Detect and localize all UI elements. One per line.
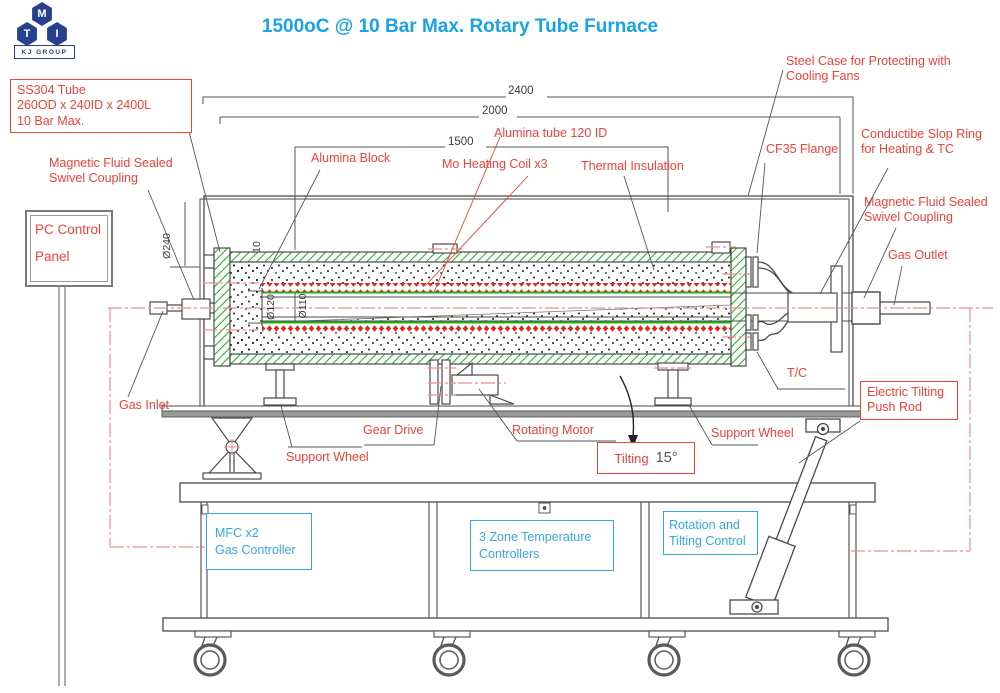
rotation-tilting-control-label: Rotation and Tilting Control — [669, 517, 746, 548]
tilt-arrow — [619, 375, 638, 448]
gas-inlet-label: Gas Inlet — [119, 398, 170, 412]
mfc-gas-controller-box: MFC x2 Gas Controller — [206, 513, 312, 570]
slip-ring-label: Conductibe Slop Ring for Heating & TC — [861, 127, 982, 157]
logo-banner: KJ GROUP — [14, 45, 75, 59]
alumina-tube-label: Alumina tube 120 ID — [494, 126, 608, 140]
control-cabinet — [162, 482, 889, 632]
gas-outlet-label: Gas Outlet — [888, 248, 948, 262]
pc-panel-stem — [58, 285, 66, 686]
mo-heating-coil-top — [262, 283, 731, 292]
mo-heating-coil-bottom — [262, 324, 731, 333]
support-wheel-left-label: Support Wheel — [286, 450, 369, 464]
logo-letter-t: T — [23, 28, 31, 40]
logo-hex-t: T — [17, 22, 37, 46]
alumina-block-label: Alumina Block — [311, 151, 391, 165]
dim-wall-10: 10 — [251, 241, 263, 253]
swivel-coupling-right-label: Magnetic Fluid Sealed Swivel Coupling — [864, 195, 988, 225]
thermal-insulation-label: Thermal Insulation — [581, 159, 684, 173]
support-stands — [263, 362, 692, 406]
leader-lines — [127, 69, 903, 464]
push-rod-label: Electric Tilting Push Rod — [860, 381, 958, 420]
rotating-motor-label: Rotating Motor — [512, 423, 594, 437]
tilting-angle-box: Tilting 15° — [597, 442, 695, 474]
dim-2400: 2400 — [508, 85, 534, 97]
pc-panel-screen — [30, 215, 108, 282]
steel-case-label: Steel Case for Protecting with Cooling F… — [786, 54, 951, 84]
caster-wheel — [193, 630, 232, 677]
caster-wheel — [432, 630, 471, 677]
mfc-gas-controller-label: MFC x2 Gas Controller — [215, 526, 296, 557]
tc-label: T/C — [787, 366, 808, 380]
pc-control-panel: PC Control Panel — [25, 210, 113, 287]
support-wheel-right-label: Support Wheel — [711, 426, 794, 440]
page-title: 1500oC @ 10 Bar Max. Rotary Tube Furnace — [261, 16, 659, 37]
gear-drive-label: Gear Drive — [363, 423, 424, 437]
swivel-coupling-left-label: Magnetic Fluid Sealed Swivel Coupling — [49, 156, 173, 186]
left-swivel-coupling — [149, 298, 214, 320]
logo-hex-i: I — [47, 22, 67, 46]
right-slip-ring-assembly — [745, 256, 931, 353]
cf35-flange-label: CF35 Flange — [766, 142, 839, 156]
caster-wheel — [647, 630, 686, 677]
tilting-label: Tilting — [614, 450, 649, 466]
casters — [193, 630, 876, 677]
dim-dia-240: Ø240 — [161, 233, 173, 259]
tilt-pivot-stand — [202, 417, 262, 480]
gas-piping-centerlines — [108, 246, 993, 552]
dim-dia-110: Ø110 — [297, 293, 309, 319]
mo-heating-coil-label: Mo Heating Coil x3 — [442, 157, 548, 171]
tilting-angle-value: 15° — [655, 450, 678, 466]
logo-letter-m: M — [37, 8, 47, 20]
dim-1500: 1500 — [448, 136, 474, 148]
zone-temperature-controllers-box: 3 Zone Temperature Controllers — [470, 520, 614, 571]
logo-hex-m: M — [32, 2, 52, 26]
zone-temperature-controllers-label: 3 Zone Temperature Controllers — [479, 530, 592, 561]
pc-panel-label: PC Control Panel — [35, 222, 102, 264]
red-leader-lines — [424, 136, 529, 293]
tilting-frame-rail — [161, 405, 873, 418]
heating-coil-rows — [262, 283, 731, 333]
pivot-crosshair — [224, 439, 240, 455]
mti-logo: M T I KJ GROUP — [0, 0, 90, 60]
caster-wheel — [837, 630, 876, 677]
dim-dia-120: Ø120 — [265, 294, 277, 320]
ss304-tube-label: SS304 Tube 260OD x 240ID x 2400L 10 Bar … — [10, 79, 192, 133]
logo-letter-i: I — [55, 28, 59, 40]
rotation-tilting-control-box: Rotation and Tilting Control — [663, 511, 758, 555]
dim-2000: 2000 — [482, 105, 508, 117]
gear-drive-assembly — [429, 359, 515, 405]
electric-push-rod — [729, 418, 841, 615]
